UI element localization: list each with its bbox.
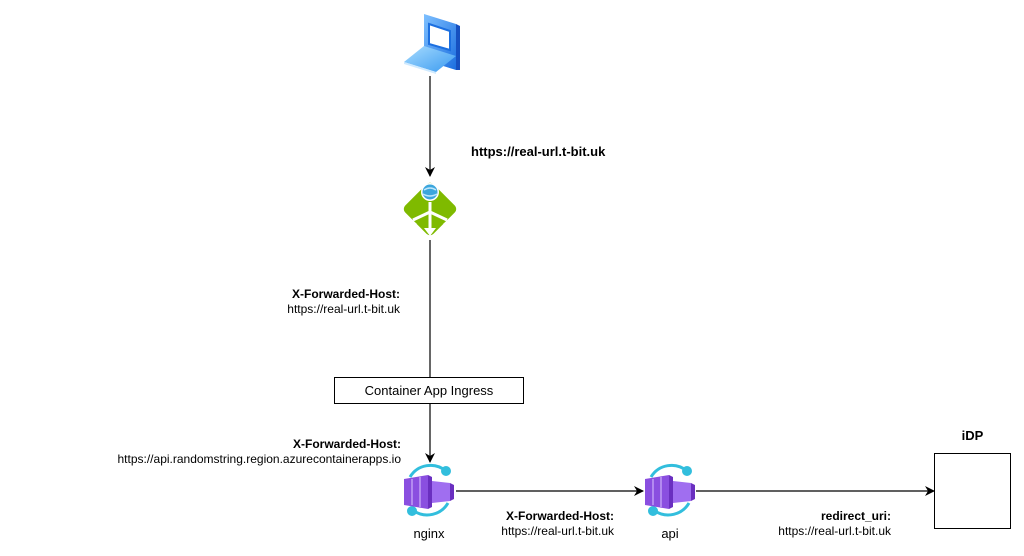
nginx-header-name: X-Forwarded-Host: <box>506 509 614 523</box>
ingress-header-name: X-Forwarded-Host: <box>293 437 401 451</box>
gateway-header-value: https://real-url.t-bit.uk <box>287 302 400 316</box>
gateway-header-name: X-Forwarded-Host: <box>292 287 400 301</box>
gateway-forwarded-host-label: X-Forwarded-Host: https://real-url.t-bit… <box>200 287 400 317</box>
idp-title: iDP <box>961 428 984 443</box>
nginx-container-app-icon <box>404 463 454 517</box>
laptop-icon <box>404 14 460 74</box>
redirect-uri-value: https://real-url.t-bit.uk <box>778 524 891 538</box>
api-label: api <box>661 526 679 541</box>
nginx-label: nginx <box>413 526 445 541</box>
client-url-label: https://real-url.t-bit.uk <box>471 144 606 159</box>
ingress-forwarded-host-label: X-Forwarded-Host: https://api.randomstri… <box>40 437 402 467</box>
application-gateway-icon <box>403 182 457 236</box>
nginx-header-value: https://real-url.t-bit.uk <box>501 524 614 538</box>
nginx-forwarded-host-label: X-Forwarded-Host: https://real-url.t-bit… <box>450 509 614 539</box>
ingress-header-value: https://api.randomstring.region.azurecon… <box>117 452 402 466</box>
redirect-uri-name: redirect_uri: <box>820 509 891 523</box>
idp-box <box>934 453 1011 529</box>
api-container-app-icon <box>645 463 695 517</box>
container-app-ingress-box: Container App Ingress <box>334 377 524 404</box>
redirect-uri-label: redirect_uri: https://real-url.t-bit.uk <box>730 509 891 539</box>
ingress-label: Container App Ingress <box>364 383 494 398</box>
